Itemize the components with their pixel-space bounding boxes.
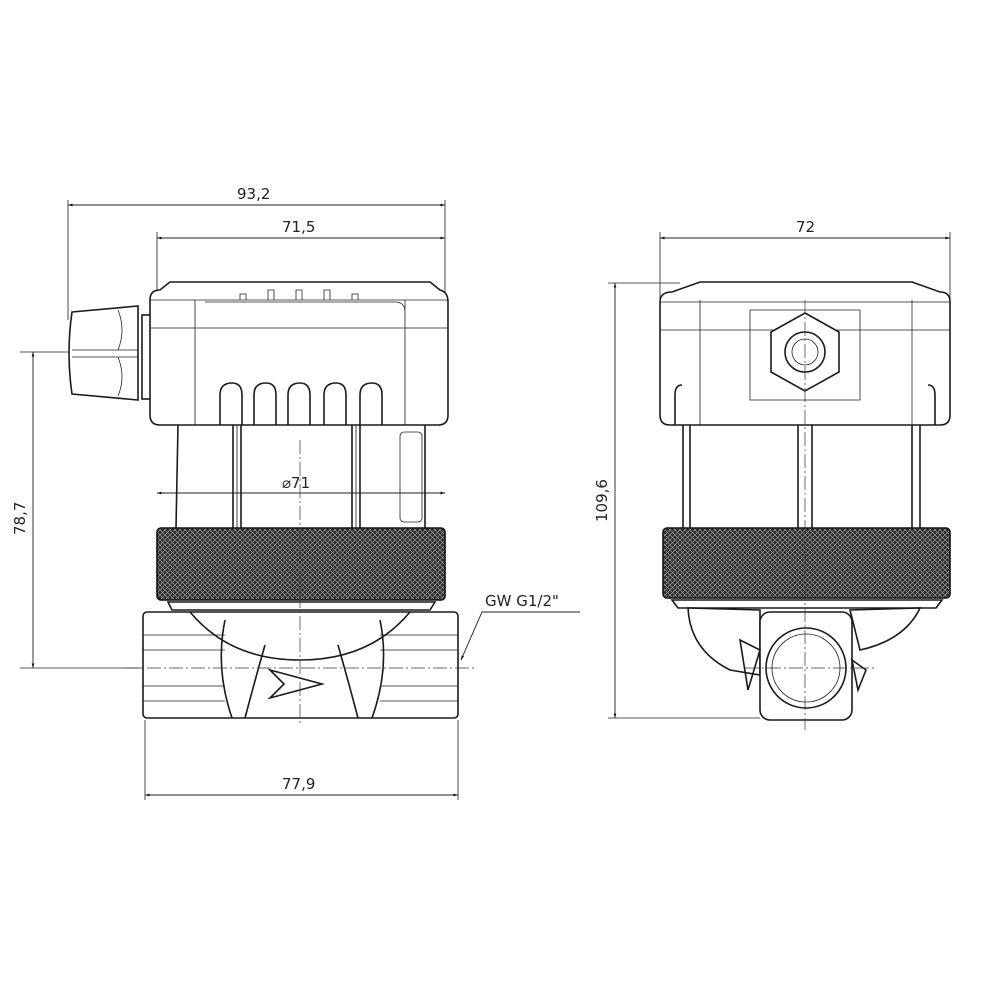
dim-side-width: 72	[796, 218, 815, 236]
thread-callout: GW G1/2"	[485, 592, 559, 610]
sensor-column	[175, 424, 426, 529]
valve-body	[142, 611, 459, 719]
dim-diameter: ⌀71	[282, 474, 310, 492]
dim-axis-height: 78,7	[11, 502, 29, 535]
cable-gland	[68, 305, 153, 401]
side-valve-body	[687, 607, 922, 721]
sensor-housing	[149, 281, 449, 426]
flow-arrow-icon	[267, 668, 326, 700]
side-view: 72 109,6	[593, 218, 951, 730]
side-knurled-ring	[662, 527, 951, 599]
dim-housing-width: 71,5	[282, 218, 315, 236]
dim-pipe-length: 77,9	[282, 775, 315, 793]
dim-total-height: 109,6	[593, 479, 611, 522]
front-view: 93,2 71,5	[11, 185, 580, 800]
thread-leader	[460, 611, 580, 661]
knurled-ring	[156, 527, 446, 601]
dim-overall-width: 93,2	[237, 185, 270, 203]
